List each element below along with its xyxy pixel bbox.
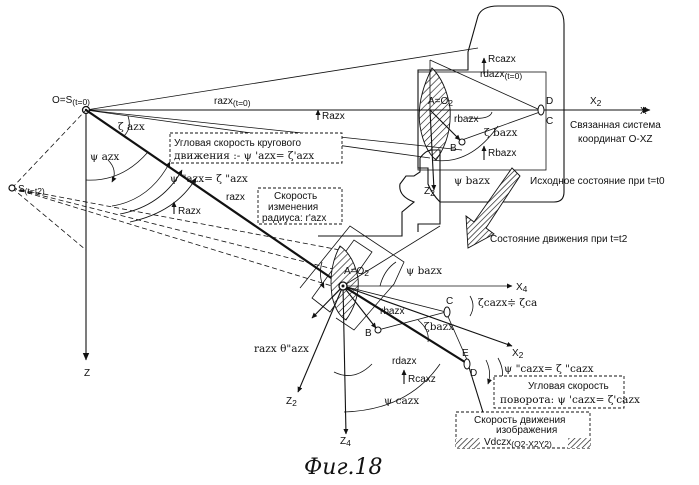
rotation-line1: Угловая скорость bbox=[528, 381, 609, 392]
point-c-bottom: C bbox=[446, 296, 453, 307]
point-b-marker-top bbox=[459, 139, 465, 145]
point-b-bottom: B bbox=[365, 328, 372, 339]
lens-rotation-arrow bbox=[320, 262, 324, 288]
point-a-dot-bottom bbox=[342, 285, 345, 288]
point-c-top: C bbox=[546, 116, 553, 127]
image-speed-hatch-right bbox=[568, 438, 590, 448]
zeta-cazx-arc bbox=[470, 296, 473, 316]
label-zeta-bazx-top: ζ bazx bbox=[484, 127, 518, 139]
label-razx-big-mid: Razx bbox=[178, 206, 201, 217]
psi-bazx-arc-bottom bbox=[334, 364, 372, 376]
label-rdazx-t0: rdazx bbox=[480, 69, 504, 80]
note-motion-state: Состояние движения при t=t2 bbox=[490, 234, 628, 245]
label-rcazx-top: Rcazx bbox=[488, 54, 516, 65]
psi-bazx-arc-mid bbox=[380, 262, 396, 286]
label-razx-theta: razx θ"azx bbox=[254, 343, 309, 355]
svg-text:X4: X4 bbox=[516, 282, 528, 294]
point-a-o2-top: A=O bbox=[428, 96, 449, 107]
radius-line3: радиуса: r'azx bbox=[262, 213, 326, 224]
point-o-s0: O=S bbox=[52, 95, 73, 106]
label-psi-bazx-mid: ψ bazx bbox=[406, 265, 442, 277]
label-psi-cazx: ψ cazx bbox=[384, 395, 419, 407]
image-speed-hatch-left bbox=[456, 438, 480, 448]
figure-caption: Фиг.18 bbox=[304, 455, 383, 480]
label-psi-dd-azx: ψ "azx= ζ "azx bbox=[170, 173, 248, 185]
ray-a-vehicle-bottom bbox=[343, 226, 440, 286]
svg-text:X2: X2 bbox=[590, 96, 602, 108]
dash-s-z bbox=[12, 188, 86, 250]
point-b-top: B bbox=[450, 143, 457, 154]
note-bound-system-line1: Связанная система bbox=[570, 120, 661, 131]
label-psi-bazx-top: ψ bazx bbox=[454, 175, 490, 187]
radius-change-box: Скорость изменения радиуса: r'azx bbox=[258, 188, 342, 224]
label-razx-t0: razx bbox=[214, 96, 233, 107]
rotation-speed-box: Угловая скорость поворота: ψ 'cazx= ζ'ca… bbox=[494, 376, 640, 408]
point-d-top: D bbox=[546, 96, 553, 107]
label-zeta-azx: ζ azx bbox=[118, 121, 145, 133]
label-rdazx-bottom: rdazx bbox=[392, 356, 416, 367]
rotation-line2: поворота: ψ 'cazx= ζ'cazx bbox=[500, 394, 640, 406]
s-t2-marker bbox=[9, 185, 15, 191]
radius-line1: Скорость bbox=[274, 191, 317, 202]
point-d-marker-top bbox=[538, 105, 544, 115]
ray-o-vehicle-top bbox=[86, 48, 478, 110]
svg-text:X2: X2 bbox=[512, 348, 524, 360]
angular-speed-line1: Угловая скорость кругового bbox=[174, 138, 302, 149]
svg-text:rdazx(t=0): rdazx(t=0) bbox=[480, 69, 522, 81]
svg-text:Z2: Z2 bbox=[424, 186, 435, 198]
angular-speed-line2: движения :- ψ 'azx= ζ'azx bbox=[174, 150, 314, 162]
point-b-marker-bottom bbox=[375, 327, 381, 333]
dash-s-o bbox=[12, 110, 86, 188]
svg-text:A=O2: A=O2 bbox=[428, 96, 453, 108]
label-psi-dd-cazx: ψ "cazx= ζ "cazx bbox=[504, 363, 594, 375]
radius-line2: изменения bbox=[268, 202, 318, 213]
label-rcaxz-bottom: Rcaxz bbox=[408, 374, 436, 385]
note-bound-system-line2: координат O-XZ bbox=[578, 134, 652, 145]
axis-x-label: X bbox=[640, 106, 647, 117]
image-line2: изображения bbox=[496, 424, 557, 436]
image-line3: Vdczx bbox=[484, 437, 511, 448]
axis-z-label: Z bbox=[84, 368, 90, 379]
image-speed-box: Скорость движения изображения Vdczx(O2-X… bbox=[456, 412, 590, 449]
label-razx-top: Razx bbox=[322, 111, 345, 122]
point-c-marker-bottom bbox=[444, 307, 450, 317]
angular-speed-box: Угловая скорость кругового движения :- ψ… bbox=[170, 133, 342, 163]
rotation-arrow-mid bbox=[108, 160, 114, 182]
psi-dd-cazx-arc bbox=[486, 360, 490, 384]
point-d-bottom: D bbox=[470, 368, 477, 379]
label-zeta-bazx-bottom: ζbazx bbox=[424, 321, 454, 333]
note-initial-state: Исходное состояние при t=t0 bbox=[530, 176, 665, 187]
svg-text:Z4: Z4 bbox=[340, 436, 351, 448]
label-zeta-cazx: ζcazx≑ ζca bbox=[478, 297, 537, 309]
angular-speed-arc-1 bbox=[112, 162, 170, 206]
point-a-o2-bottom: A=O bbox=[344, 266, 365, 277]
label-psi-azx: ψ azx bbox=[90, 151, 119, 163]
svg-text:S(t=t2): S(t=t2) bbox=[18, 184, 45, 196]
svg-text:razx(t=0): razx(t=0) bbox=[214, 96, 251, 108]
svg-text:Z2: Z2 bbox=[286, 396, 297, 408]
z2-axis-bottom bbox=[298, 286, 343, 392]
label-rbazx-bottom: rbazx bbox=[380, 306, 404, 317]
label-razx-mid: razx bbox=[226, 192, 245, 203]
svg-text:Vdczx(O2-X2Y2): Vdczx(O2-X2Y2) bbox=[484, 437, 552, 449]
label-rbazx-top: rbazx bbox=[454, 114, 478, 125]
label-rbazx-big-top: Rbazx bbox=[488, 148, 516, 159]
svg-text:A=O2: A=O2 bbox=[344, 266, 369, 278]
point-e-bottom: E bbox=[462, 348, 469, 359]
svg-text:O=S(t=0): O=S(t=0) bbox=[52, 95, 90, 107]
